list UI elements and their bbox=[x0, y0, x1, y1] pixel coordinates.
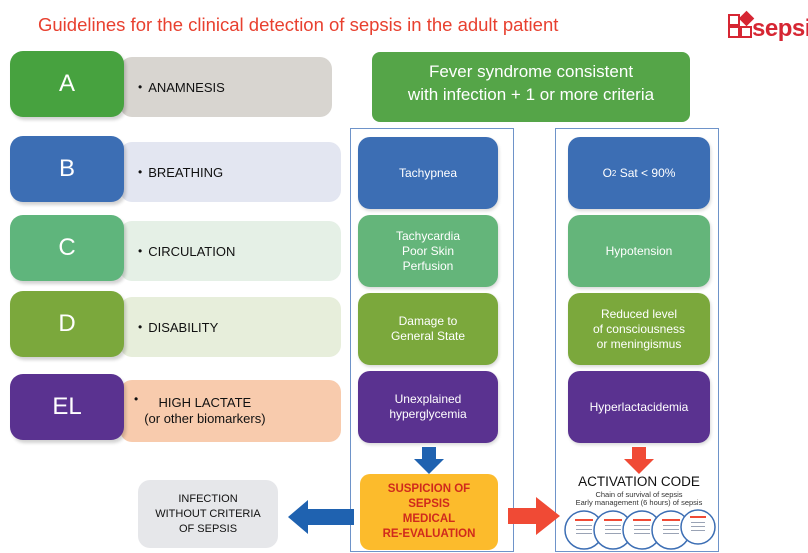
bullet-icon: • bbox=[138, 244, 143, 258]
criterion-consciousness: Reduced level of consciousness or mening… bbox=[568, 293, 710, 365]
bullet-icon: • bbox=[138, 80, 143, 94]
criterion-general-state-line2: General State bbox=[390, 329, 466, 343]
suspicion-line3: MEDICAL bbox=[402, 513, 456, 525]
label-breathing: BREATHING bbox=[148, 164, 224, 180]
band-lactate: • HIGH LACTATE (or other biomarkers) bbox=[120, 380, 341, 442]
down-arrow-blue-icon bbox=[414, 447, 444, 474]
criterion-consciousness-line3: or meningismus bbox=[596, 336, 682, 351]
criterion-o2-sub: 2 bbox=[611, 168, 617, 178]
label-lactate-line2: (or other biomarkers) bbox=[144, 411, 266, 426]
label-lactate-line1: HIGH LACTATE bbox=[158, 395, 252, 410]
letter-b: B bbox=[10, 136, 124, 202]
criterion-hyperlactacidemia: Hyperlactacidemia bbox=[568, 371, 710, 443]
suspicion-box: SUSPICION OF SEPSIS MEDICAL RE-EVALUATIO… bbox=[360, 474, 498, 550]
criterion-tachycardia-line2: Poor Skin bbox=[401, 243, 455, 258]
criterion-tachypnea: Tachypnea bbox=[358, 137, 498, 209]
infection-line1: INFECTION bbox=[178, 492, 238, 505]
letter-d: D bbox=[10, 291, 124, 357]
criterion-tachycardia-line3: Perfusion bbox=[402, 258, 454, 273]
band-circulation: • CIRCULATION bbox=[120, 221, 341, 281]
criterion-general-state: Damage to General State bbox=[358, 293, 498, 365]
down-arrow-red-icon bbox=[624, 447, 654, 474]
criterion-consciousness-line2: of consciousness bbox=[592, 321, 686, 336]
criterion-tachycardia: Tachycardia Poor Skin Perfusion bbox=[358, 215, 498, 287]
criteria-header-line1: Fever syndrome consistent bbox=[428, 62, 634, 81]
criteria-header-line2: with infection + 1 or more criteria bbox=[407, 85, 655, 104]
criterion-hyperglycemia-line2: hyperglycemia bbox=[389, 407, 467, 421]
label-lactate: HIGH LACTATE (or other biomarkers) bbox=[144, 395, 265, 427]
letter-a: A bbox=[10, 51, 124, 117]
bullet-icon: • bbox=[138, 165, 143, 179]
criterion-hyperglycemia: Unexplained hyperglycemia bbox=[358, 371, 498, 443]
criterion-general-state-line1: Damage to bbox=[398, 314, 458, 328]
suspicion-line1: SUSPICION OF bbox=[387, 483, 471, 495]
activation-subtitle-2: Early management (6 hours) of sepsis bbox=[575, 498, 703, 507]
criterion-o2-suffix: Sat < 90% bbox=[616, 165, 676, 180]
criterion-hypotension: Hypotension bbox=[568, 215, 710, 287]
label-circulation: CIRCULATION bbox=[148, 243, 236, 259]
survival-chain-icon bbox=[564, 509, 716, 550]
activation-subtitle-1: Chain of survival of sepsis bbox=[595, 490, 683, 499]
infection-box: INFECTION WITHOUT CRITERIA OF SEPSIS bbox=[138, 480, 278, 548]
criteria-header: Fever syndrome consistent with infection… bbox=[372, 52, 690, 122]
sepsis-logo: sepsis bbox=[728, 6, 808, 50]
band-breathing: • BREATHING bbox=[120, 142, 341, 202]
logo-text: sepsis bbox=[752, 15, 808, 42]
criterion-o2-prefix: O bbox=[602, 165, 612, 180]
criteria-panel-right bbox=[555, 128, 719, 552]
activation-title: ACTIVATION CODE bbox=[578, 474, 700, 489]
logo-mark-icon bbox=[728, 10, 755, 38]
criterion-hyperglycemia-line1: Unexplained bbox=[394, 392, 462, 406]
label-disability: DISABILITY bbox=[148, 319, 219, 335]
infection-line3: OF SEPSIS bbox=[178, 522, 238, 535]
left-arrow-blue-icon bbox=[288, 500, 354, 534]
right-arrow-red-icon bbox=[508, 497, 560, 535]
bullet-icon: • bbox=[134, 392, 139, 406]
letter-c: C bbox=[10, 215, 124, 281]
suspicion-line2: SEPSIS bbox=[408, 498, 450, 510]
band-anamnesis: • ANAMNESIS bbox=[120, 57, 332, 117]
page-title: Guidelines for the clinical detection of… bbox=[38, 14, 559, 35]
criteria-panel-left bbox=[350, 128, 514, 552]
letter-el: EL bbox=[10, 374, 124, 440]
criterion-consciousness-line1: Reduced level bbox=[600, 306, 678, 321]
bullet-icon: • bbox=[138, 320, 143, 334]
criterion-tachycardia-line1: Tachycardia bbox=[395, 228, 461, 243]
label-anamnesis: ANAMNESIS bbox=[148, 79, 225, 95]
band-disability: • DISABILITY bbox=[120, 297, 341, 357]
suspicion-line4: RE-EVALUATION bbox=[382, 528, 476, 540]
infection-line2: WITHOUT CRITERIA bbox=[155, 507, 261, 520]
